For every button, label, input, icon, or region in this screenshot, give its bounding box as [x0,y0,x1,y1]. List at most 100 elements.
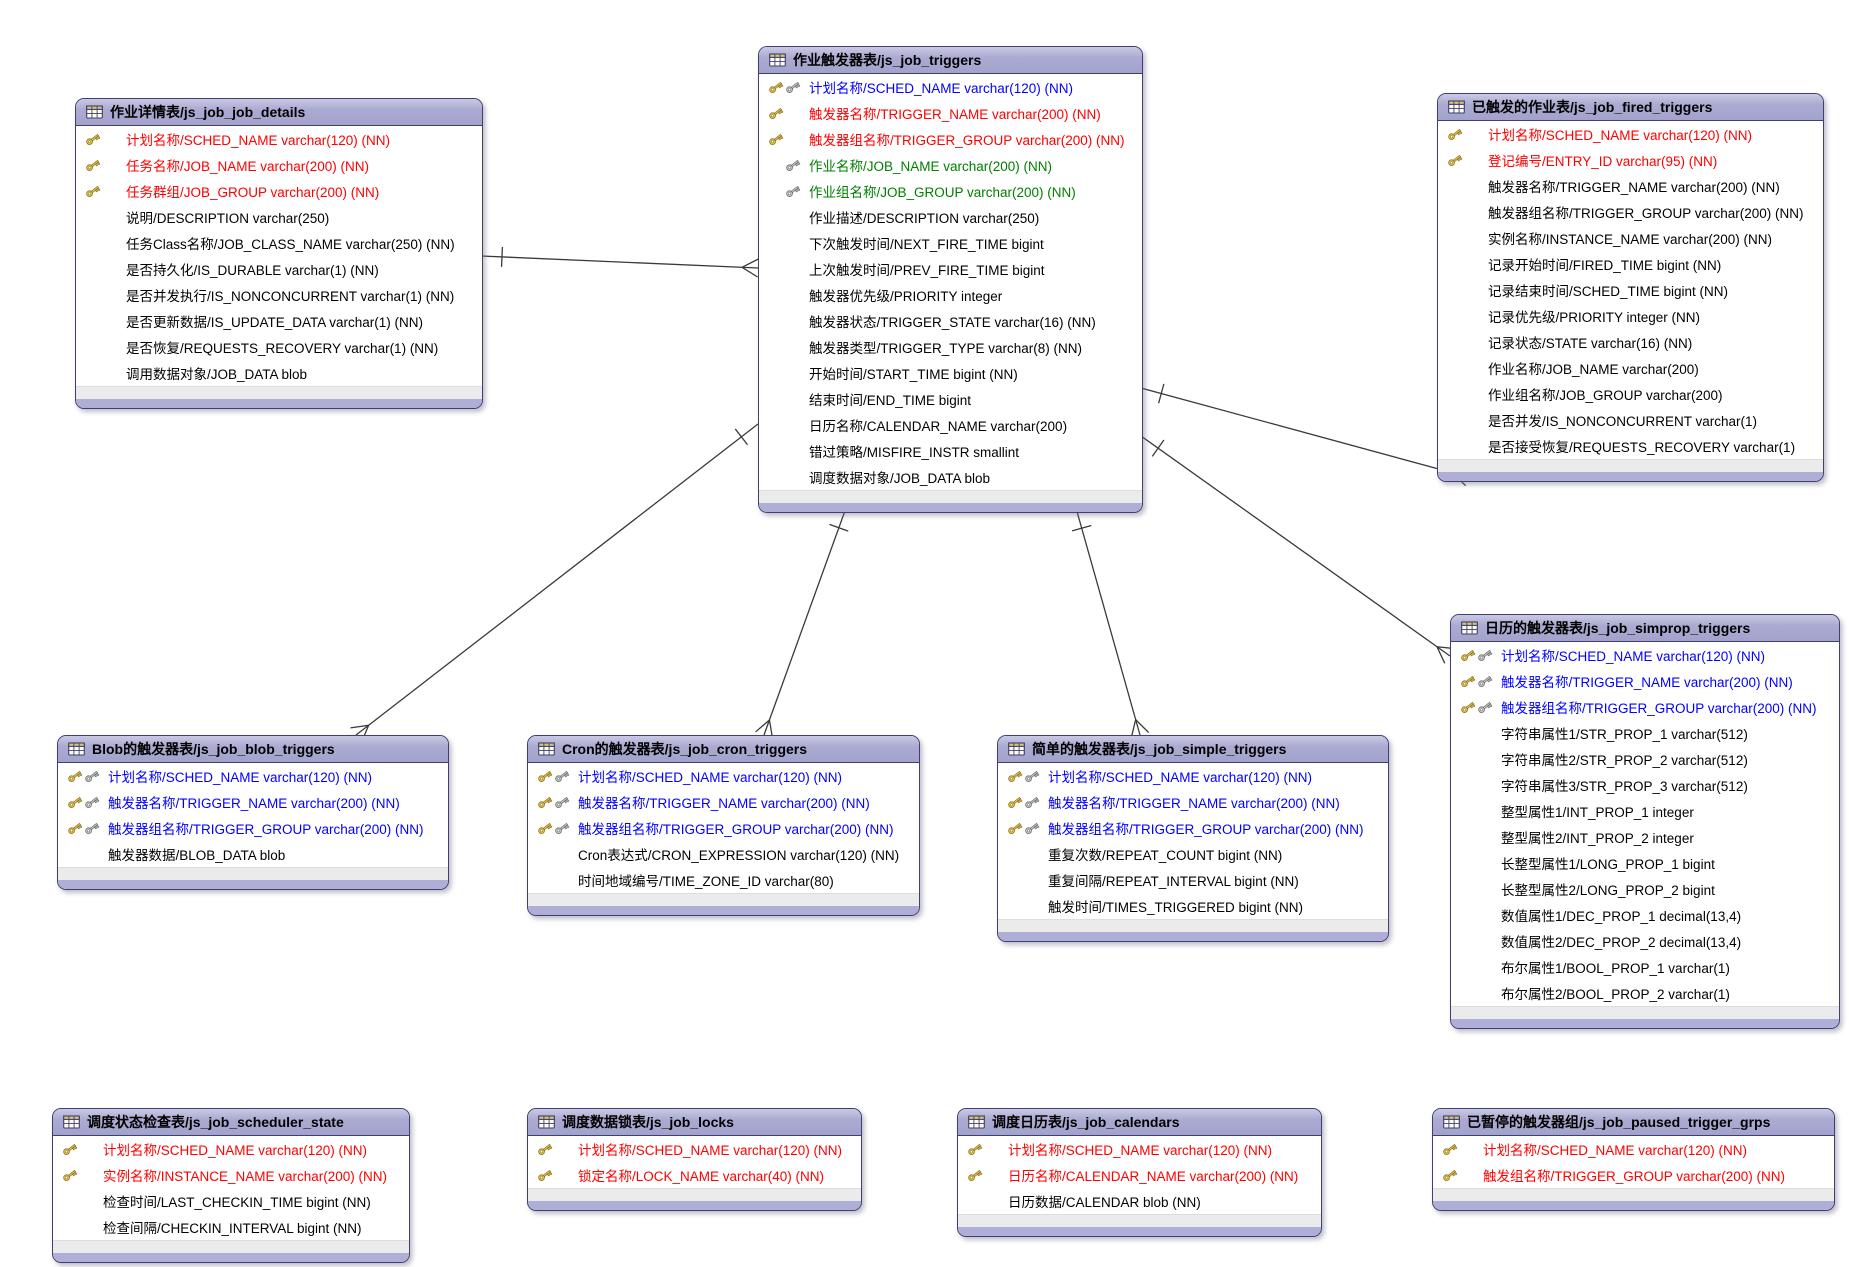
key-icons [1433,1167,1485,1183]
primary-key-icon [1447,126,1464,142]
field-text: 下次触发时间/NEXT_FIRE_TIME bigint [809,237,1044,252]
field-row: 记录优先级/PRIORITY integer (NN) [1438,303,1823,329]
key-icons [759,235,811,251]
field-text: 任务群组/JOB_GROUP varchar(200) (NN) [126,185,380,200]
key-icons [759,443,811,459]
field-text: 触发器类型/TRIGGER_TYPE varchar(8) (NN) [809,341,1083,356]
entity-title: 调度日历表/js_job_calendars [992,1114,1180,1130]
key-icons [528,794,580,810]
field-text: 布尔属性1/BOOL_PROP_1 varchar(1) [1501,961,1730,976]
entity-header[interactable]: Cron的触发器表/js_job_cron_triggers [528,736,919,763]
key-icons [53,1141,105,1157]
key-icons [759,209,811,225]
key-icons [1438,152,1490,168]
key-icons [759,261,811,277]
field-row: 字符串属性3/STR_PROP_3 varchar(512) [1451,772,1839,798]
field-row: 计划名称/SCHED_NAME varchar(120) (NN) [1438,121,1823,147]
table-icon [538,742,555,756]
entity-header[interactable]: 已触发的作业表/js_job_fired_triggers [1438,94,1823,121]
entity-js_job_cron_triggers[interactable]: Cron的触发器表/js_job_cron_triggers 计划名称/SCHED… [527,735,920,916]
entity-header[interactable]: 调度日历表/js_job_calendars [958,1109,1321,1136]
key-icons [998,820,1050,836]
field-row: 是否持久化/IS_DURABLE varchar(1) (NN) [76,256,482,282]
field-text: 记录开始时间/FIRED_TIME bigint (NN) [1488,258,1722,273]
field-text: 调用数据对象/JOB_DATA blob [126,367,308,382]
field-row: 触发器组名称/TRIGGER_GROUP varchar(200) (NN) [1451,694,1839,720]
entity-header[interactable]: 已暂停的触发器组/js_job_paused_trigger_grps [1433,1109,1834,1136]
field-row: 计划名称/SCHED_NAME varchar(120) (NN) [958,1136,1321,1162]
field-text: 上次触发时间/PREV_FIRE_TIME bigint [809,263,1045,278]
key-icons [1438,412,1490,428]
entity-footer-bar [1451,1019,1839,1028]
entity-header[interactable]: 作业详情表/js_job_job_details [76,99,482,126]
key-icons [1438,386,1490,402]
entity-header[interactable]: Blob的触发器表/js_job_blob_triggers [58,736,448,763]
primary-key-icon [62,1141,79,1157]
primary-key-icon [768,79,785,95]
entity-js_job_locks[interactable]: 调度数据锁表/js_job_locks 计划名称/SCHED_NAME varch… [527,1108,862,1211]
foreign-key-icon [1477,647,1494,663]
primary-key-icon [1007,820,1024,836]
field-row: 触发器组名称/TRIGGER_GROUP varchar(200) (NN) [58,815,448,841]
field-text: 整型属性1/INT_PROP_1 integer [1501,805,1694,820]
field-text: 触发器组名称/TRIGGER_GROUP varchar(200) (NN) [1048,822,1364,837]
field-text: 计划名称/SCHED_NAME varchar(120) (NN) [809,81,1074,96]
key-icons [76,183,128,199]
entity-header[interactable]: 日历的触发器表/js_job_simprop_triggers [1451,615,1839,642]
key-icons [1451,933,1503,949]
primary-key-icon [1447,152,1464,168]
entity-js_job_calendars[interactable]: 调度日历表/js_job_calendars 计划名称/SCHED_NAME va… [957,1108,1322,1237]
key-icons [76,313,128,329]
primary-key-icon [1442,1167,1459,1183]
field-text: 字符串属性2/STR_PROP_2 varchar(512) [1501,753,1748,768]
entity-footer-bar [528,1201,861,1210]
key-icons [1438,178,1490,194]
entity-header[interactable]: 简单的触发器表/js_job_simple_triggers [998,736,1388,763]
field-text: 计划名称/SCHED_NAME varchar(120) (NN) [1488,128,1753,143]
field-text: 计划名称/SCHED_NAME varchar(120) (NN) [1048,770,1313,785]
entity-footer-bar [53,1253,409,1262]
primary-key-icon [1007,768,1024,784]
field-row: 是否并发/IS_NONCONCURRENT varchar(1) [1438,407,1823,433]
entity-footer-bar [528,906,919,915]
field-text: 作业组名称/JOB_GROUP varchar(200) (NN) [809,185,1076,200]
field-row: 触发器组名称/TRIGGER_GROUP varchar(200) (NN) [1438,199,1823,225]
entity-js_job_triggers[interactable]: 作业触发器表/js_job_triggers 计划名称/SCHED_NAME va… [758,46,1143,513]
table-icon [1448,100,1465,114]
key-icons [759,79,811,95]
key-icons [76,209,128,225]
entity-header[interactable]: 调度数据锁表/js_job_locks [528,1109,861,1136]
entity-js_job_simple_triggers[interactable]: 简单的触发器表/js_job_simple_triggers 计划名称/SCHED… [997,735,1389,942]
field-text: 触发组名称/TRIGGER_GROUP varchar(200) (NN) [1483,1169,1786,1184]
connector-js_job_triggers-to-js_job_cron_triggers [755,507,849,739]
field-text: 开始时间/START_TIME bigint (NN) [809,367,1018,382]
key-icons [1438,334,1490,350]
field-row: 触发器类型/TRIGGER_TYPE varchar(8) (NN) [759,334,1142,360]
field-text: 计划名称/SCHED_NAME varchar(120) (NN) [578,770,843,785]
field-row: 计划名称/SCHED_NAME varchar(120) (NN) [528,1136,861,1162]
entity-js_job_fired_triggers[interactable]: 已触发的作业表/js_job_fired_triggers 计划名称/SCHED_… [1437,93,1824,482]
key-icons [1438,308,1490,324]
entity-footer [53,1240,409,1253]
field-row: 触发器名称/TRIGGER_NAME varchar(200) (NN) [998,789,1388,815]
field-text: 触发时间/TIMES_TRIGGERED bigint (NN) [1048,900,1304,915]
field-text: 计划名称/SCHED_NAME varchar(120) (NN) [578,1143,843,1158]
field-text: 字符串属性1/STR_PROP_1 varchar(512) [1501,727,1748,742]
field-text: 触发器状态/TRIGGER_STATE varchar(16) (NN) [809,315,1096,330]
field-text: 触发器名称/TRIGGER_NAME varchar(200) (NN) [108,796,400,811]
entity-header[interactable]: 调度状态检查表/js_job_scheduler_state [53,1109,409,1136]
field-text: 日历名称/CALENDAR_NAME varchar(200) [809,419,1068,434]
field-row: 记录状态/STATE varchar(16) (NN) [1438,329,1823,355]
key-icons [998,794,1050,810]
field-text: 登记编号/ENTRY_ID varchar(95) (NN) [1488,154,1718,169]
table-icon [538,1115,555,1129]
field-text: 触发器组名称/TRIGGER_GROUP varchar(200) (NN) [1488,206,1804,221]
primary-key-icon [85,183,102,199]
entity-header[interactable]: 作业触发器表/js_job_triggers [759,47,1142,74]
foreign-key-icon [785,157,802,173]
